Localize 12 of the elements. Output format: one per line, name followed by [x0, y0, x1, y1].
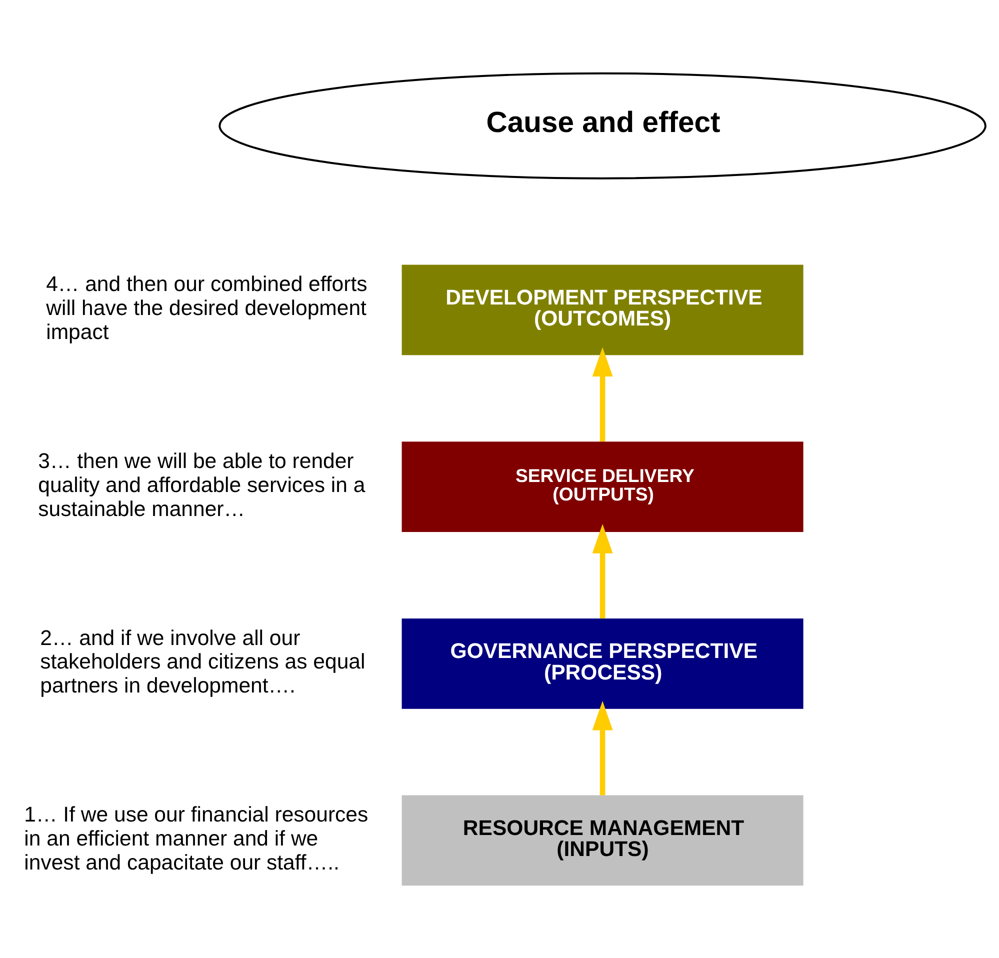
node-label: 4… and then our combined efforts will have the desired development impact: [46, 272, 368, 344]
node-box: RESOURCE MANAGEMENT (INPUTS): [402, 794, 804, 886]
node-label: 3… then we will be able to render quality and affordable services in a sustainable manner…: [38, 448, 366, 520]
arrow: [592, 524, 613, 618]
arrow: [592, 700, 613, 795]
node-label: 1… If we use our financial resources in an efficient manner and if we invest and capacitate our staff…..: [24, 802, 368, 874]
node-ellipse: Cause and effect: [218, 72, 986, 179]
node-box: SERVICE DELIVERY (OUTPUTS): [402, 441, 804, 532]
arrow: [592, 346, 613, 442]
node-box: GOVERNANCE PERSPECTIVE (PROCESS): [402, 618, 804, 708]
node-box: DEVELOPMENT PERSPECTIVE (OUTCOMES): [402, 264, 804, 355]
node-label: 2… and if we involve all our stakeholders and citizens as equal partners in development….: [40, 625, 366, 698]
